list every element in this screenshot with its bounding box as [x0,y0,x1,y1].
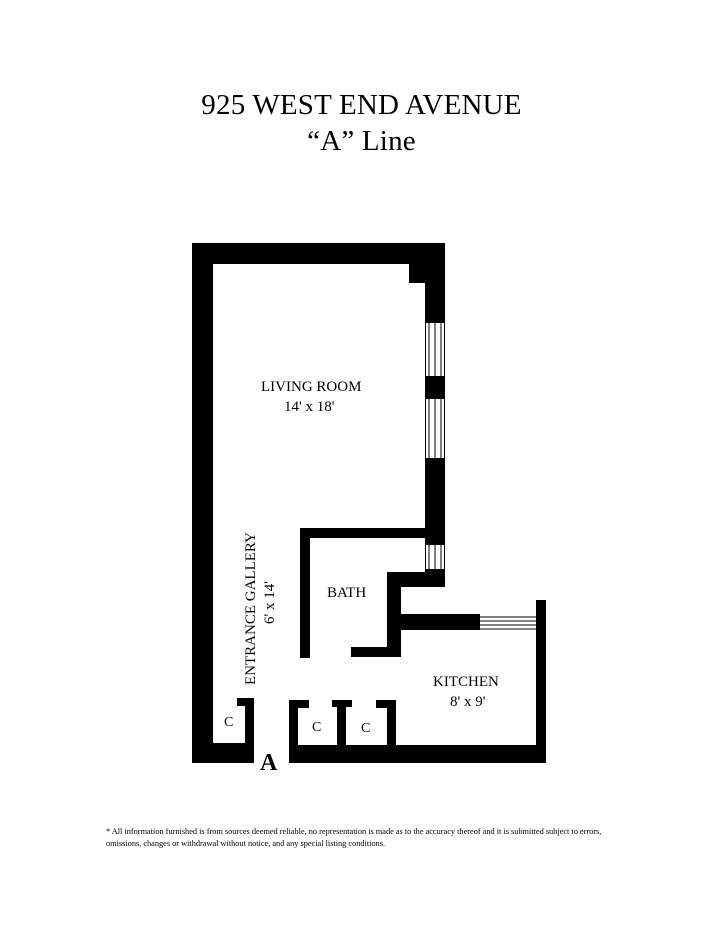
disclaimer-text: * All information furnished is from sour… [106,827,602,848]
windows [426,323,536,630]
closet-label: C [224,715,233,730]
wall-living-bottom [300,528,445,538]
closet-1-top [237,698,254,706]
kitchen-label: KITCHEN [433,674,499,690]
living-room-label: LIVING ROOM [261,379,361,395]
entrance-gallery-dimensions: 6' x 14' [262,581,278,624]
window-icon [426,323,444,376]
wall-bottom-right [289,745,546,763]
closet-wall-top-1 [289,700,309,708]
entrance-gallery-label: ENTRANCE GALLERY [243,532,259,685]
bath-label: BATH [327,585,366,601]
living-room-dimensions: 14' x 18' [284,399,335,415]
entry-jamb-left [245,698,254,763]
closet-wall-right [387,700,396,750]
window-icon [480,614,536,630]
wall-right-kitchen [536,600,546,763]
wall-left [192,243,213,763]
entry-jamb-right [289,700,298,763]
closet-wall-top-3 [376,700,396,708]
wall-kitchen-top [387,614,480,630]
window-icon [426,545,444,569]
line-subtitle: “A” Line [307,125,416,157]
closet-label: C [312,720,321,735]
wall-bath-left [300,528,310,658]
closet-divider [337,700,346,750]
wall-bath-right [387,587,401,657]
closet-label: C [361,721,370,736]
kitchen-dimensions: 8' x 9' [450,694,486,710]
wall-top [192,243,445,264]
closet-divider-top [332,700,352,707]
window-icon [426,399,444,458]
wall-step [387,572,445,587]
wall-bath-bottom [351,647,401,657]
entry-marker: A [260,750,278,776]
address-title: 925 WEST END AVENUE [201,89,522,121]
wall-bottom-left [192,743,254,763]
